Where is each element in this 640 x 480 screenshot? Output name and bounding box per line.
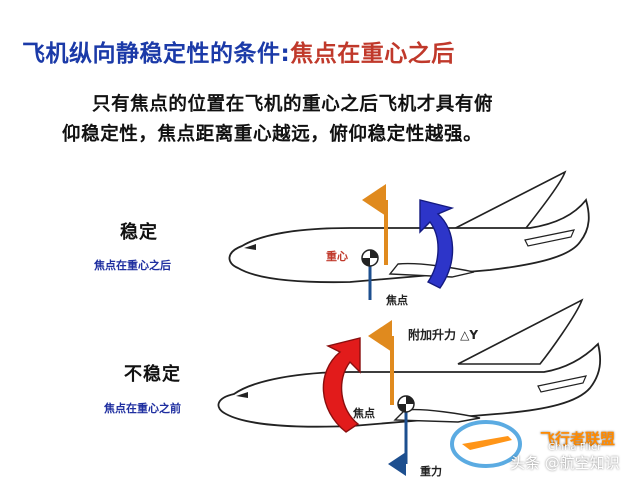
- unstable-pitch-arrow: [322, 337, 361, 433]
- watermark-logo-text: 飞行者联盟: [540, 430, 616, 448]
- watermark-logo: [450, 420, 522, 468]
- stable-cg-label: 重心: [326, 250, 348, 263]
- stable-ac-label: 焦点: [386, 294, 408, 307]
- stable-pitch-arrow: [419, 199, 455, 289]
- stable-airplane: [228, 170, 590, 284]
- page-title: 飞机纵向静稳定性的条件:焦点在重心之后: [22, 34, 455, 68]
- title-highlight: 焦点在重心之后: [290, 41, 455, 67]
- watermark-credit: 头条 @航空知识: [510, 454, 620, 472]
- description-line-1: 只有焦点的位置在飞机的重心之后飞机才具有俯: [92, 94, 494, 115]
- unstable-force-lines: [368, 320, 408, 476]
- description-line-2: 仰稳定性，焦点距离重心越远，俯仰稳定性越强。: [62, 124, 483, 145]
- stable-heading: 稳定: [120, 222, 158, 243]
- watermark-logo-sub: China Flier: [548, 442, 602, 453]
- unstable-heading: 不稳定: [124, 364, 181, 385]
- additional-lift-label: 附加升力 △Y: [408, 328, 479, 342]
- stable-cg-force-lines: [362, 184, 388, 300]
- unstable-ac-label: 焦点: [353, 407, 375, 420]
- unstable-cg-symbol: [397, 395, 415, 413]
- unstable-caption: 焦点在重心之前: [104, 402, 181, 415]
- stable-cg-symbol: [361, 249, 379, 267]
- gravity-label: 重力: [420, 465, 442, 478]
- unstable-airplane: [217, 298, 602, 428]
- stable-caption: 焦点在重心之后: [94, 259, 171, 272]
- title-prefix: 飞机纵向静稳定性的条件:: [22, 41, 291, 67]
